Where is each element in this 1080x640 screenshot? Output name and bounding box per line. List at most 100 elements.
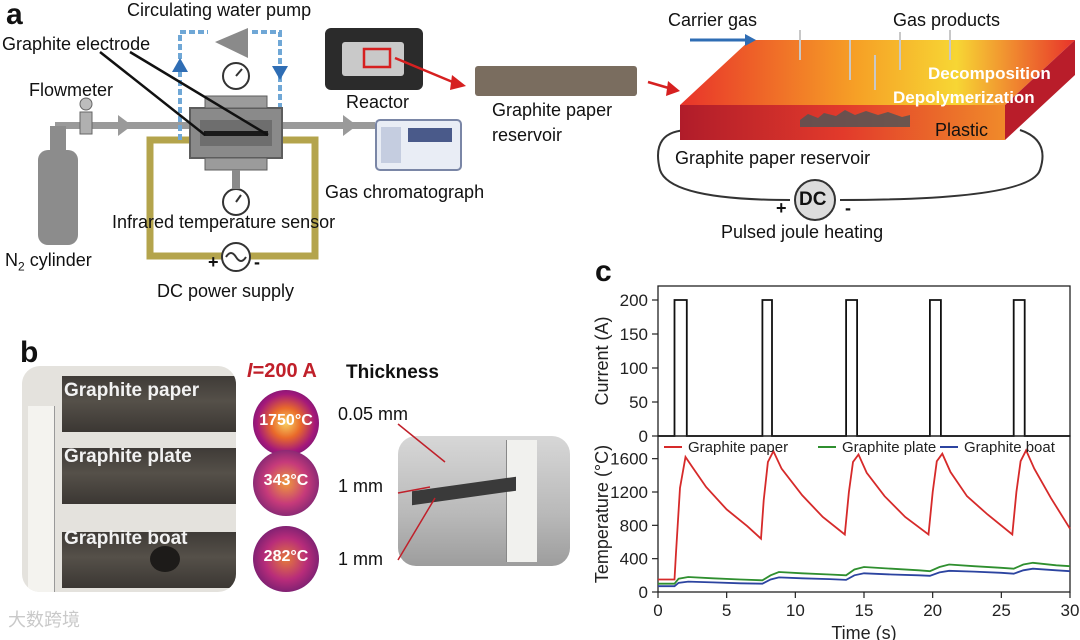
n2-cylinder-icon [38,150,78,245]
x-axis-label: Time (s) [831,623,896,640]
pulse-dc-text: DC [799,189,827,210]
panel-a-schematic [38,28,680,272]
graphite-paper-photo [475,66,637,96]
reactor-label: Reactor [346,92,410,112]
series-line-1-2 [658,567,1071,588]
y-tick-label: 1600 [610,450,648,469]
x-tick-label: 15 [855,601,874,620]
pulse-minus: - [845,198,851,218]
dc-supply-wave [225,252,247,262]
graphite-boat-strip [62,532,236,588]
pointer-paper [397,423,446,463]
electrode-pointer-1 [99,51,206,136]
water-pump-icon [215,28,248,58]
thickness-paper: 0.05 mm [338,404,409,424]
dc-supply-label: DC power supply [157,281,295,301]
graphite-plate-label: Graphite plate [64,446,192,467]
current-label: I=200 A [247,360,317,383]
x-tick-label: 20 [923,601,942,620]
reservoir-block-top [680,40,1075,105]
y-tick-label: 200 [620,291,648,310]
thickness-title: Thickness [346,362,439,383]
graphite-samples-photo: Graphite paper Graphite plate Graphite b… [22,366,236,592]
graphite-plate-strip [62,448,236,504]
y-tick-label: 400 [620,550,648,569]
pulse-plus: + [776,198,787,218]
temp-paper: 1750°C [259,412,313,429]
flow-arrow-1 [118,115,132,136]
x-tick-label: 5 [722,601,731,620]
reservoir-label: Graphite paper [492,100,613,120]
thickness-pointers [397,423,446,561]
thickness-ruler [506,440,537,562]
reactor-photo-highlight [362,47,392,69]
plot-frame-0 [657,285,1071,437]
thickness-plate: 1 mm [338,476,383,496]
gauge-needle-top [235,68,243,77]
pump-label: Circulating water pump [127,0,312,20]
gc-label: Gas chromatograph [325,182,485,202]
flow-arrow-2 [343,115,357,136]
panel-b-letter: b [20,336,39,369]
thermal-image-plate: 343°C [253,450,319,516]
pulsed-heating-label: Pulsed joule heating [721,222,884,242]
legend-label-1: Graphite plate [842,439,936,456]
ir-sensor-label: Infrared temperature sensor [112,212,336,232]
y-axis-label: Current (A) [592,316,612,405]
thermal-image-paper: 1750°C [253,390,319,456]
reaction-schematic [657,30,1075,221]
y-tick-label: 150 [620,325,648,344]
flowmeter-label: Flowmeter [29,80,114,100]
gc-screen [408,128,452,142]
decomposition-label: Decomposition [928,64,1051,83]
electrode-label: Graphite electrode [2,34,151,54]
legend-label-2: Graphite boat [964,439,1056,456]
reservoir-block-side [1005,40,1075,140]
thermal-image-boat: 282°C [253,526,319,592]
graphite-sample [204,131,268,136]
carrier-gas-label: Carrier gas [668,10,758,30]
pointer-boat [397,497,436,561]
reactor-zoom-line [394,56,456,85]
series-line-0-0 [658,299,1070,437]
water-arrow-up [172,58,188,72]
panel-c-letter: c [595,255,612,288]
ruler [28,406,55,592]
n2-text: N [5,250,18,270]
x-tick-label: 25 [992,601,1011,620]
y-axis-label: Temperature (°C) [592,445,612,583]
boat-hole [150,546,180,572]
electrode-pointer-2 [129,50,269,137]
water-arrow-down [272,66,288,80]
y-tick-label: 800 [620,516,648,535]
gc-panel [381,127,401,163]
thickness-photo [398,436,570,566]
panel-a-letter: a [6,0,23,31]
reactor-bottom-flange [204,157,268,171]
pointer-plate [397,486,431,494]
x-tick-label: 30 [1061,601,1080,620]
thickness-boat: 1 mm [338,549,383,569]
watermark: 大数跨境 [8,610,80,630]
depolymerization-label: Depolymerization [893,88,1035,107]
series-line-1-0 [658,448,1071,581]
series-line-1-1 [658,561,1071,585]
cylinder-neck [50,126,66,152]
y-tick-label: 0 [639,583,648,602]
y-tick-label: 0 [639,427,648,446]
dc-plus: + [208,252,219,272]
current-symbol: I [247,360,253,382]
y-tick-label: 100 [620,359,648,378]
temp-plate: 343°C [263,472,309,489]
y-tick-label: 1200 [610,483,648,502]
temp-boat: 282°C [263,548,309,565]
water-loop [178,30,282,140]
x-tick-label: 10 [786,601,805,620]
pulse-circuit-wire [657,129,1044,201]
legend-label-0: Graphite paper [688,439,788,456]
reservoir-label-2: reservoir [492,125,563,145]
gauge-stem-bottom [232,170,240,189]
current-value: =200 A [252,360,317,382]
